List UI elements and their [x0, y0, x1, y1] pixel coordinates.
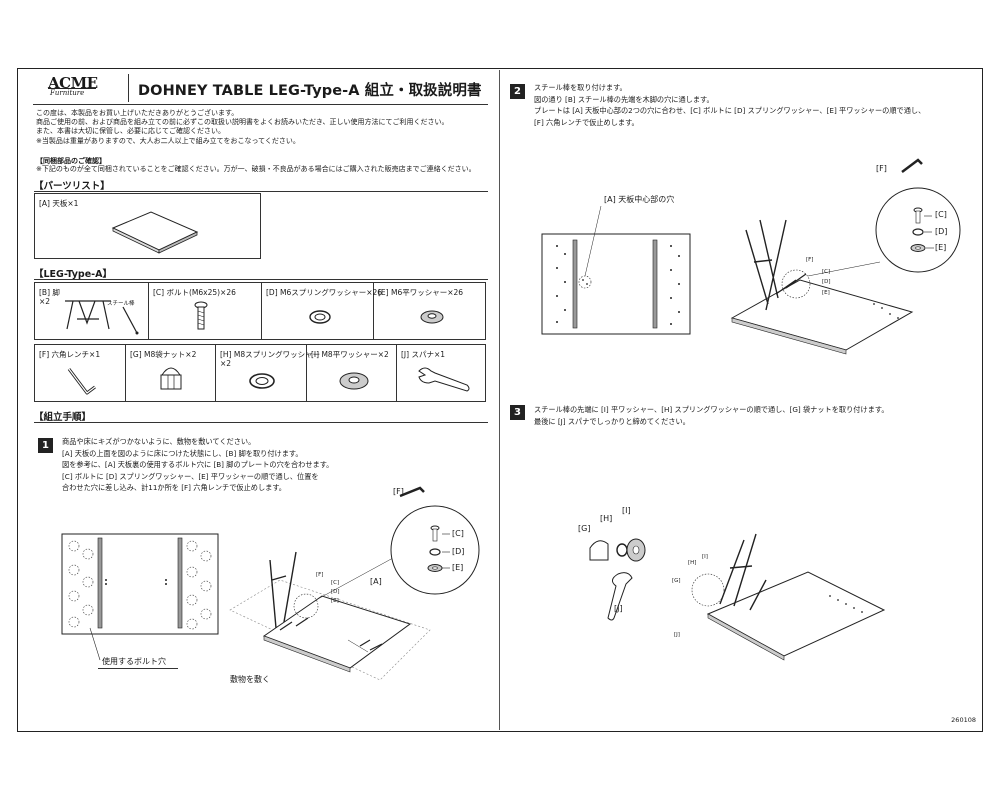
document-title: DOHNEY TABLE LEG-Type-A 組立・取扱説明書 [138, 83, 482, 99]
leg-frame-icon [65, 300, 139, 335]
step-1-f-callout: [F] [393, 487, 404, 496]
brand-sub: Furniture [50, 89, 85, 97]
bolt-icon [194, 301, 208, 330]
column-divider [499, 70, 500, 730]
step-1-text: 商品や床にキズがつかないように、敷物を敷いてください。 [A] 天板の上面を図の… [62, 437, 334, 492]
flat-washer-icon [420, 310, 444, 324]
cap-nut-icon [160, 367, 182, 390]
step-3-h-callout: [H] [600, 514, 613, 523]
step-2-zoom-circle [875, 158, 961, 273]
assembly-heading: 【組立手順】 [34, 412, 92, 423]
step-1-e-callout: [E] [452, 563, 464, 572]
step-3-number: 3 [510, 405, 525, 420]
step-1-assembly-diagram [229, 539, 431, 681]
intro-text: この度は、本製品をお買い上げいただきありがとうございます。 商品ご使用の前、およ… [36, 109, 449, 145]
step-3-text: スチール棒の先端に [I] 平ワッシャー、[H] スプリングワッシャーの順で通し… [534, 405, 889, 426]
center-holes-label: [A] 天板中心部の穴 [604, 195, 675, 204]
step-3-j-callout: [J] [614, 604, 623, 613]
parts-list-heading: 【パーツリスト】 [34, 181, 110, 192]
step-1-c-callout: [C] [452, 529, 464, 538]
step-2-c-callout: [C] [935, 210, 947, 219]
step-2-e-callout: [E] [935, 243, 947, 252]
flat-washer-icon [339, 372, 369, 390]
part-c-cell: [C] ボルト(M6x25)×26 [149, 283, 262, 339]
step-1-number: 1 [38, 438, 53, 453]
bolt-holes-label: 使用するボルト穴 [102, 657, 166, 666]
part-i-cell: [I] M8平ワッシャー×2 [307, 345, 397, 401]
brand-logo: ACME Furniture [48, 74, 98, 102]
part-b-cell: [B] 脚 ×2 スチール棒 [35, 283, 149, 339]
instruction-sheet [17, 68, 983, 732]
step-2-assembly-diagram [730, 219, 914, 355]
step-2-d-callout: [D] [935, 227, 948, 236]
step-2-number: 2 [510, 84, 525, 99]
hex-wrench-icon [67, 368, 96, 395]
part-f-cell: [F] 六角レンチ×1 [35, 345, 126, 401]
step-2-f-callout: [F] [876, 164, 887, 173]
step-3-g-callout: [G] [578, 524, 591, 533]
bundled-heading: 【同梱部品のご確認】 [36, 157, 106, 165]
step-1-bolt-hole-diagram [61, 533, 219, 661]
leg-type-heading: 【LEG-Type-A】 [34, 269, 112, 280]
document-code: 260108 [951, 716, 976, 724]
spring-washer-icon [249, 373, 275, 389]
parts-row-1: [B] 脚 ×2 スチール棒 [C] ボルト(M6x25)×26 [D] M6ス… [34, 282, 486, 340]
step-3-assembly-diagram [691, 533, 886, 661]
step-1-d-callout: [D] [452, 547, 465, 556]
part-e-cell: [E] M6平ワッシャー×26 [374, 283, 487, 339]
step-3-parts-diagram [589, 538, 646, 621]
step-3-i-callout: [I] [622, 506, 631, 515]
part-j-cell: [J] スパナ×1 [397, 345, 487, 401]
step-2-center-hole-diagram [541, 205, 691, 335]
step-2-text: スチール棒を取り付けます。 図の通り [B] スチール棒の先端を木脚の穴に通しま… [534, 83, 926, 127]
tabletop-icon [111, 211, 199, 254]
step-1-zoom-circle [390, 486, 480, 595]
step-1-a-callout: [A] [370, 577, 382, 586]
mat-label: 敷物を敷く [230, 675, 270, 684]
parts-row-2: [F] 六角レンチ×1 [G] M8袋ナット×2 [H] M8スプリングワッシャ… [34, 344, 486, 402]
spanner-icon [418, 367, 470, 392]
part-a-label: [A] 天板×1 [39, 199, 79, 208]
part-h-cell: [H] M8スプリングワッシャー ×2 [216, 345, 320, 401]
brand-name: ACME [48, 74, 98, 92]
spring-washer-icon [309, 310, 331, 324]
part-a-box: [A] 天板×1 [34, 193, 261, 259]
bundled-text: ※下記のものが全て同梱されていることをご確認ください。万が一、破損・不良品がある… [36, 165, 476, 173]
part-d-cell: [D] M6スプリングワッシャー×26 [262, 283, 382, 339]
part-g-cell: [G] M8袋ナット×2 [126, 345, 216, 401]
